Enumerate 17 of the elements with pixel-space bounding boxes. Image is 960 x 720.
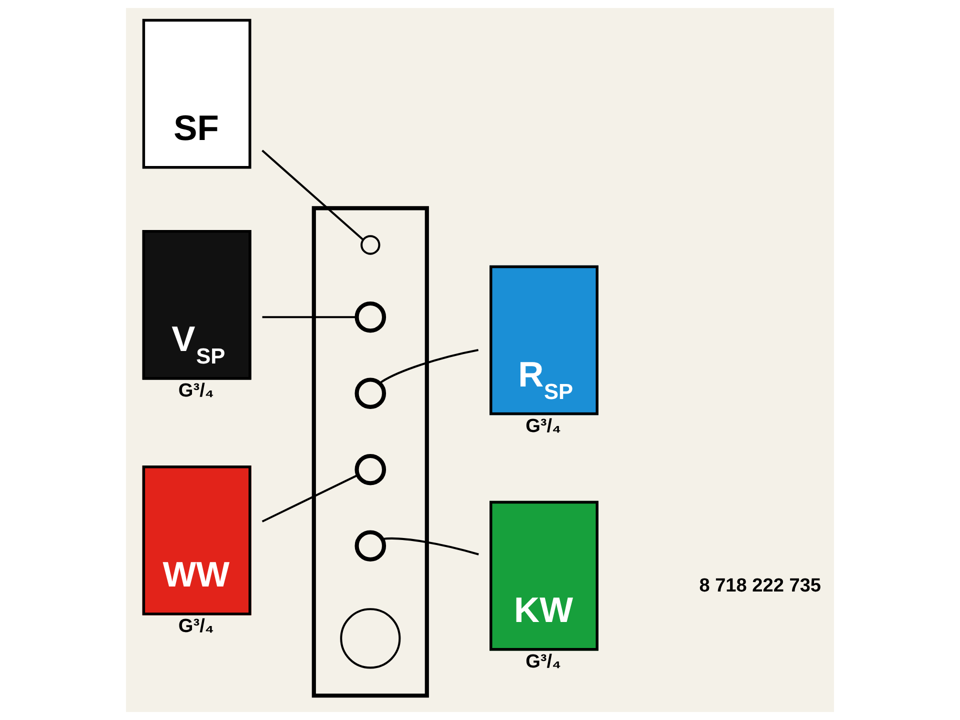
connector: [262, 150, 364, 240]
connector: [382, 537, 479, 556]
node-circle: [354, 378, 386, 410]
node-circle: [360, 235, 380, 255]
node-label: G³/₄: [526, 416, 562, 437]
cluster: [312, 206, 429, 698]
node-circle: [354, 301, 386, 333]
node-label: G³/₄: [178, 380, 214, 402]
node-circle: [354, 530, 386, 562]
connector: [262, 474, 358, 522]
node-circle: [340, 608, 401, 669]
node-label: G³/₄: [178, 616, 214, 637]
connector: [262, 316, 357, 318]
node-label: G³/₄: [526, 651, 562, 672]
label: 8 718 222 735: [699, 576, 822, 597]
node-circle: [354, 454, 386, 486]
connector: [379, 349, 479, 384]
